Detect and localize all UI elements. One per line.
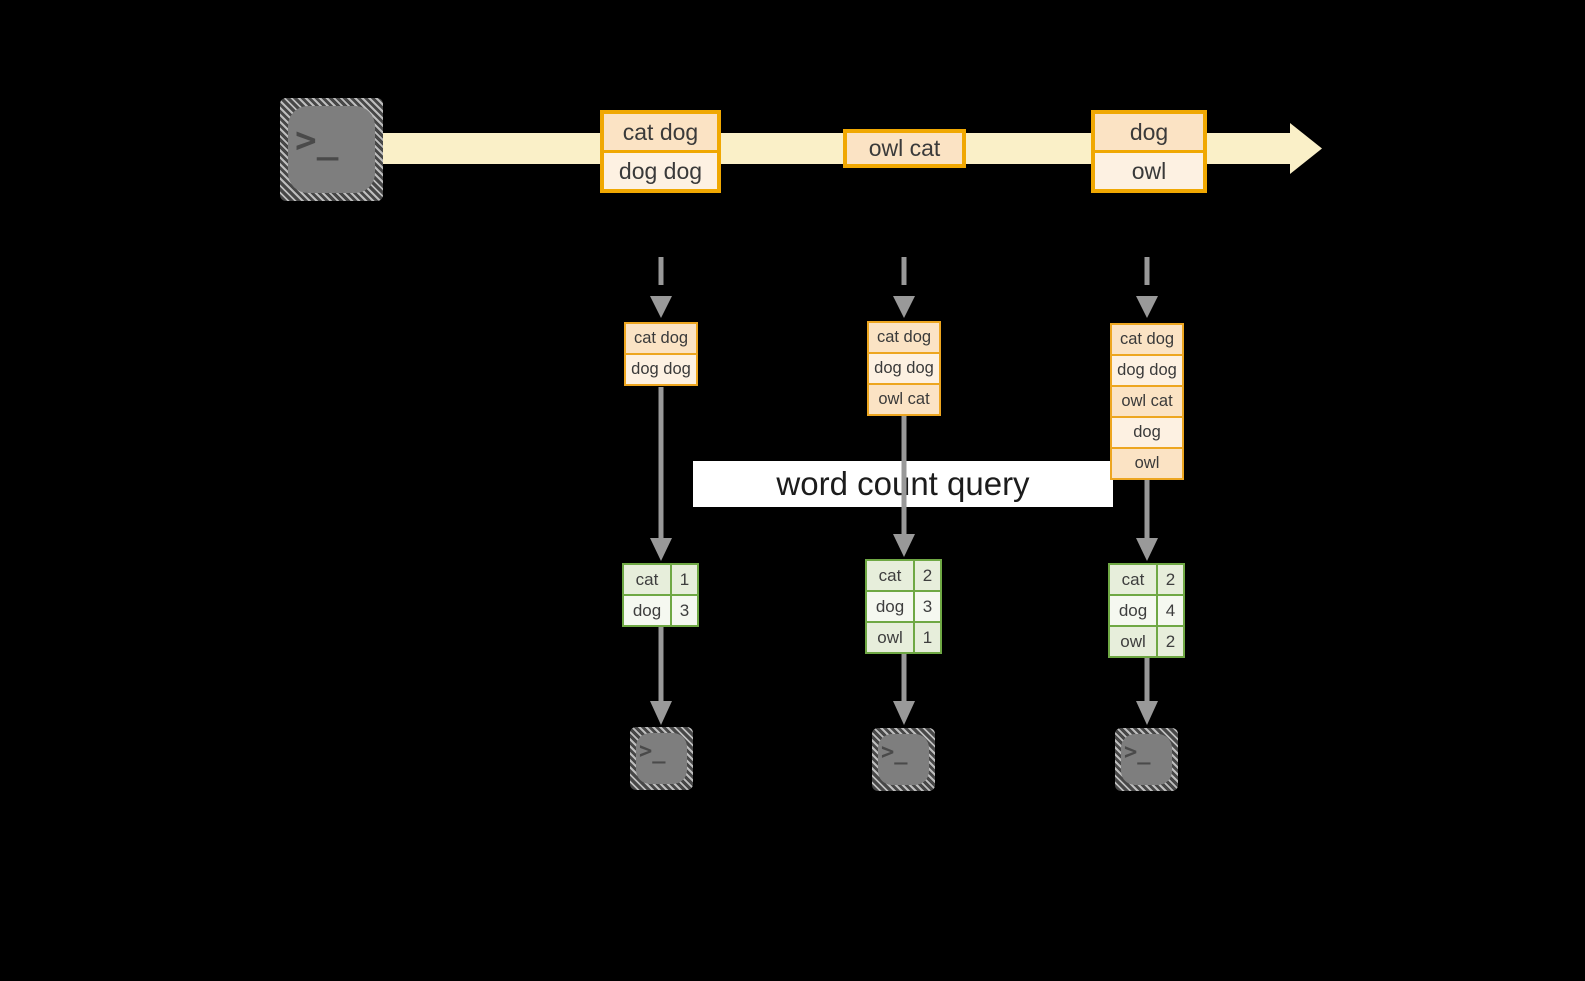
count-word-cell: cat <box>624 565 670 594</box>
state-box-3: cat dog dog dog owl cat dog owl <box>1110 323 1184 480</box>
terminal-prompt-glyph: >_ <box>295 123 338 159</box>
terminal-prompt-glyph: >_ <box>881 742 908 764</box>
count-word-cell: dog <box>867 592 913 621</box>
terminal-prompt-glyph: >_ <box>639 741 666 763</box>
state-row: owl cat <box>1112 387 1182 416</box>
arrowhead <box>893 534 915 557</box>
state-row: owl <box>1112 449 1182 478</box>
state-row: cat dog <box>869 323 939 352</box>
stream-event-line: owl cat <box>847 133 962 164</box>
state-row: cat dog <box>1112 325 1182 354</box>
count-value-cell: 3 <box>672 596 697 625</box>
state-row: dog dog <box>1112 356 1182 385</box>
terminal-screen <box>636 733 687 784</box>
prompt-chevron: > <box>881 740 895 765</box>
state-row: dog <box>1112 418 1182 447</box>
prompt-chevron: > <box>1124 740 1138 765</box>
terminal-screen <box>288 106 375 193</box>
output-terminal-icon-1: >_ <box>630 727 693 790</box>
output-terminal-icon-3: >_ <box>1115 728 1178 791</box>
state-box-1: cat dog dog dog <box>624 322 698 386</box>
count-word-cell: owl <box>867 623 913 652</box>
stream-event-line: cat dog <box>604 114 717 150</box>
stream-event-box-1: cat dog dog dog <box>600 110 721 193</box>
count-word-cell: cat <box>1110 565 1156 594</box>
prompt-cursor: _ <box>652 739 666 764</box>
count-value-cell: 2 <box>1158 565 1183 594</box>
arrowhead <box>893 701 915 725</box>
stream-arrowhead <box>1290 123 1322 174</box>
count-word-cell: dog <box>1110 596 1156 625</box>
arrowhead <box>893 296 915 318</box>
count-value-cell: 4 <box>1158 596 1183 625</box>
count-table-2: cat 2 dog 3 owl 1 <box>865 559 942 654</box>
arrowhead <box>650 296 672 318</box>
output-terminal-icon-2: >_ <box>872 728 935 791</box>
count-value-cell: 3 <box>915 592 940 621</box>
stream-event-line: dog dog <box>604 153 717 189</box>
count-value-cell: 2 <box>915 561 940 590</box>
source-terminal-icon: >_ <box>280 98 383 201</box>
terminal-screen <box>878 734 929 785</box>
prompt-cursor: _ <box>316 120 339 161</box>
arrowhead <box>1136 701 1158 725</box>
prompt-cursor: _ <box>894 740 908 765</box>
arrowhead <box>1136 296 1158 318</box>
arrowhead <box>1136 538 1158 561</box>
stream-event-box-2: owl cat <box>843 129 966 168</box>
count-table-1: cat 1 dog 3 <box>622 563 699 627</box>
state-row: dog dog <box>626 355 696 384</box>
state-box-2: cat dog dog dog owl cat <box>867 321 941 416</box>
prompt-chevron: > <box>639 739 653 764</box>
count-value-cell: 1 <box>672 565 697 594</box>
terminal-prompt-glyph: >_ <box>1124 742 1151 764</box>
stream-event-box-3: dog owl <box>1091 110 1207 193</box>
prompt-chevron: > <box>295 120 317 161</box>
state-row: cat dog <box>626 324 696 353</box>
terminal-screen <box>1121 734 1172 785</box>
state-row: dog dog <box>869 354 939 383</box>
stream-event-line: owl <box>1095 153 1203 189</box>
count-word-cell: dog <box>624 596 670 625</box>
stream-event-line: dog <box>1095 114 1203 150</box>
count-word-cell: owl <box>1110 627 1156 656</box>
count-word-cell: cat <box>867 561 913 590</box>
count-table-3: cat 2 dog 4 owl 2 <box>1108 563 1185 658</box>
count-value-cell: 2 <box>1158 627 1183 656</box>
arrowhead <box>650 701 672 725</box>
prompt-cursor: _ <box>1137 740 1151 765</box>
arrowhead <box>650 538 672 561</box>
count-value-cell: 1 <box>915 623 940 652</box>
state-row: owl cat <box>869 385 939 414</box>
